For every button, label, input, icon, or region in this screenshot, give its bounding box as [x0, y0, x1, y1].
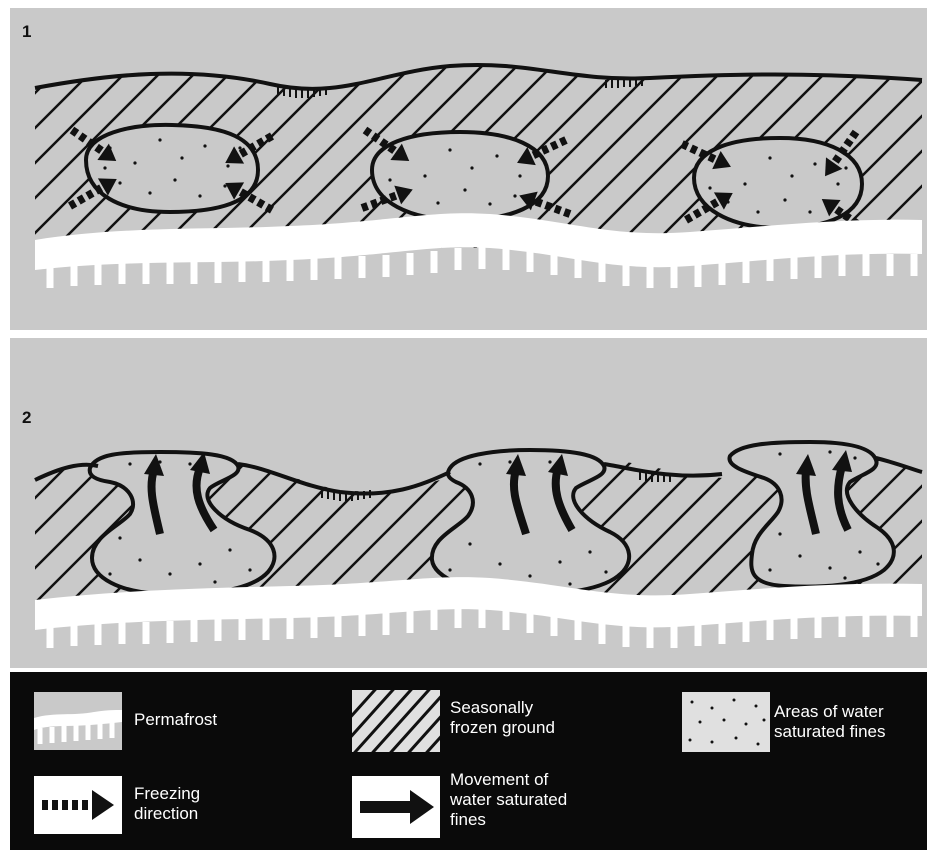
lens-1 — [86, 125, 258, 212]
legend-permafrost-swatch — [34, 692, 122, 750]
legend-seasonally-frozen-swatch — [352, 690, 440, 752]
legend-movement-label: Movement of water saturated fines — [450, 770, 567, 830]
diapir-1 — [90, 452, 275, 594]
saturated-lenses — [86, 125, 862, 228]
legend-water-saturated-swatch — [682, 692, 770, 752]
legend-seasonally-frozen-label: Seasonally frozen ground — [450, 698, 555, 738]
legend-movement-swatch — [352, 776, 440, 838]
panel-stage-1: 1 — [10, 8, 927, 330]
legend-water-saturated-label: Areas of water saturated fines — [774, 702, 886, 742]
stage-2-number: 2 — [22, 408, 31, 428]
legend-freezing-direction-label: Freezing direction — [134, 784, 200, 824]
legend-freezing-direction-swatch — [34, 776, 122, 834]
stage-2-illustration — [10, 338, 927, 668]
legend-permafrost-label: Permafrost — [134, 710, 217, 730]
stage-1-number: 1 — [22, 22, 31, 42]
panel-stage-2: 2 — [10, 338, 927, 668]
stage-1-illustration — [10, 8, 927, 330]
legend: Permafrost Seasonally frozen ground — [10, 672, 927, 850]
diapir-2 — [432, 450, 629, 594]
